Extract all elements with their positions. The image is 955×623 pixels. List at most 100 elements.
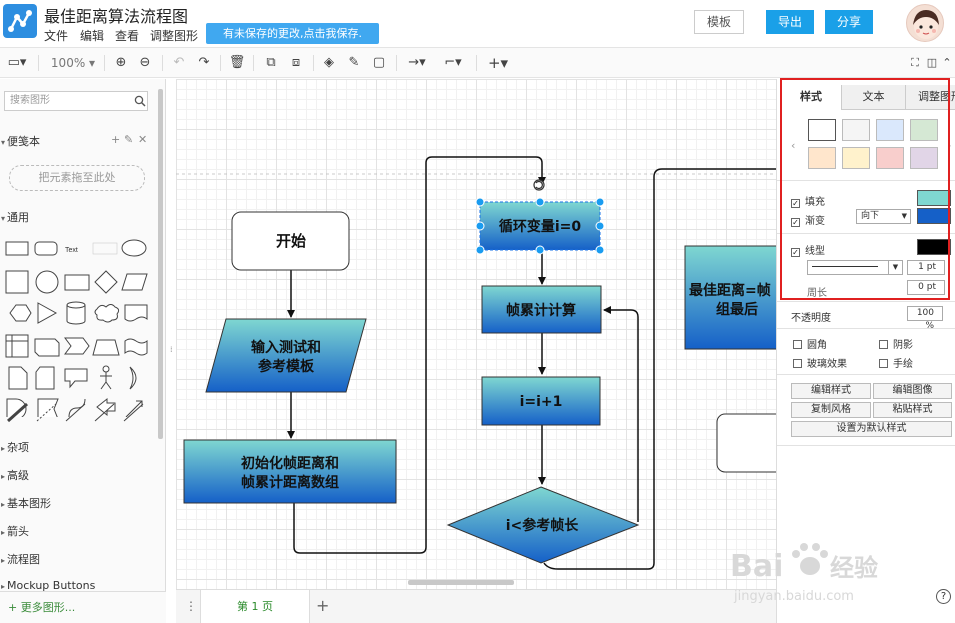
style-swatch-8[interactable] <box>910 147 938 169</box>
glass-checkbox[interactable] <box>793 359 802 368</box>
help-icon[interactable]: ? <box>936 589 951 604</box>
fill-row[interactable]: ✓填充 <box>791 193 825 208</box>
document-title[interactable]: 最佳距离算法流程图 <box>44 7 189 26</box>
add-icon[interactable]: + <box>111 133 121 146</box>
sketch-checkbox[interactable] <box>879 359 888 368</box>
gradient-checkbox[interactable]: ✓ <box>791 218 800 227</box>
redo-icon[interactable]: ↷ <box>198 55 210 70</box>
zoom-select[interactable]: 100% ▾ <box>50 56 96 70</box>
add-page-icon[interactable]: + <box>316 596 330 615</box>
waypoints-icon[interactable]: ⌐▾ <box>444 55 462 70</box>
opacity-input[interactable]: 100 % <box>907 306 943 331</box>
glass-option[interactable]: 玻璃效果 <box>793 355 847 370</box>
menu-file[interactable]: 文件 <box>44 29 69 43</box>
diagram-canvas[interactable]: 开始 输入测试和 参考模板 初始化帧距离和 帧累计距离数组 循环变量i=0 帧累… <box>176 79 776 589</box>
template-button[interactable]: 模板 <box>694 10 744 34</box>
sketch-option[interactable]: 手绘 <box>879 355 913 370</box>
zoom-in-icon[interactable]: ⊕ <box>115 55 127 70</box>
expand-icon: ▸ <box>1 528 6 537</box>
panel-toggle-icon[interactable]: ◫ <box>926 56 938 69</box>
swatch-prev-icon[interactable]: ‹ <box>791 139 796 152</box>
page-tab-bar: ⋮ 第 1 页 + <box>176 589 776 623</box>
page-menu-icon[interactable]: ⋮ <box>185 599 197 613</box>
line-width-input[interactable]: 1 pt <box>907 260 945 275</box>
style-swatch-6[interactable] <box>842 147 870 169</box>
tab-style[interactable]: 样式 <box>800 90 822 103</box>
fill-color-picker[interactable] <box>917 190 951 206</box>
line-shapes-row[interactable] <box>5 401 150 425</box>
shape-search-input[interactable]: 搜索图形 <box>4 91 148 111</box>
gradient-direction-select[interactable]: 向下 ▼ <box>856 209 911 224</box>
style-swatch-1[interactable] <box>808 119 836 141</box>
fill-checkbox[interactable]: ✓ <box>791 199 800 208</box>
zoom-out-icon[interactable]: ⊖ <box>139 55 151 70</box>
category-mockup-buttons[interactable]: ▸Mockup Buttons <box>0 579 160 592</box>
more-shapes-link[interactable]: + 更多图形... <box>8 601 76 614</box>
search-icon[interactable] <box>134 95 146 107</box>
fill-color-icon[interactable]: ◈ <box>324 55 334 70</box>
category-arrows[interactable]: ▸箭头 <box>0 523 160 539</box>
shadow-icon[interactable]: ▢ <box>372 55 386 70</box>
gradient-row[interactable]: ✓渐变 <box>791 212 825 227</box>
collapse-icon[interactable]: ⌃ <box>942 56 952 69</box>
init-node <box>183 439 397 504</box>
fullscreen-icon[interactable]: ⛶ <box>911 56 919 69</box>
tape-shape-icon <box>124 338 148 356</box>
scratchpad-header[interactable]: ▾便笺本 + ✎ ✕ <box>0 133 160 149</box>
category-flowchart[interactable]: ▸流程图 <box>0 551 160 567</box>
edit-style-button[interactable]: 编辑样式 <box>791 383 871 399</box>
line-color-icon[interactable]: ✎ <box>348 55 360 70</box>
perimeter-input[interactable]: 0 pt <box>907 280 945 295</box>
swatch-next-icon[interactable]: › <box>947 139 952 152</box>
app-logo-icon[interactable] <box>3 4 37 38</box>
page-layout-icon[interactable]: ▭▾ <box>7 55 27 70</box>
unsaved-changes-notice[interactable]: 有未保存的更改,点击我保存. <box>206 23 379 44</box>
share-button[interactable]: 分享 <box>825 10 873 34</box>
scratchpad-drop-zone[interactable]: 把元素拖至此处 <box>9 165 145 191</box>
avatar[interactable] <box>906 4 944 42</box>
tab-text[interactable]: 文本 <box>841 85 905 109</box>
style-swatch-4[interactable] <box>910 119 938 141</box>
left-panel-scrollbar[interactable] <box>158 89 163 439</box>
panel-resize-handle-icon[interactable]: ⁞ <box>170 345 173 354</box>
tab-arrange[interactable]: 调整图形 <box>905 85 955 109</box>
category-advanced[interactable]: ▸高级 <box>0 467 160 483</box>
copy-style-button[interactable]: 复制风格 <box>791 402 871 418</box>
general-header[interactable]: ▾通用 <box>0 209 160 225</box>
edit-icon[interactable]: ✎ <box>124 133 134 146</box>
rounded-option[interactable]: 圆角 <box>793 336 827 351</box>
style-swatch-5[interactable] <box>808 147 836 169</box>
category-basic[interactable]: ▸基本图形 <box>0 495 160 511</box>
undo-icon[interactable]: ↶ <box>173 55 185 70</box>
insert-icon[interactable]: +▾ <box>487 54 509 72</box>
export-button[interactable]: 导出 <box>766 10 814 34</box>
connection-style-icon[interactable]: →▾ <box>408 55 426 70</box>
set-default-style-button[interactable]: 设置为默认样式 <box>791 421 952 437</box>
menu-arrange[interactable]: 调整图形 <box>150 29 199 43</box>
page-tab-1[interactable]: 第 1 页 <box>200 590 310 623</box>
shadow-checkbox[interactable] <box>879 340 888 349</box>
edit-image-button[interactable]: 编辑图像 <box>873 383 952 399</box>
close-icon[interactable]: ✕ <box>138 133 148 146</box>
connector-init-to-loop <box>293 156 546 554</box>
line-pattern-select[interactable]: ▼ <box>807 260 903 275</box>
line-row[interactable]: ✓线型 <box>791 242 825 257</box>
to-front-icon[interactable]: ⧉ <box>266 55 276 70</box>
line-checkbox[interactable]: ✓ <box>791 248 800 257</box>
gradient-color-picker[interactable] <box>917 208 951 224</box>
delete-icon[interactable]: 🗑 <box>228 55 246 70</box>
category-misc[interactable]: ▸杂项 <box>0 439 160 455</box>
rounded-checkbox[interactable] <box>793 340 802 349</box>
line-color-picker[interactable] <box>917 239 951 255</box>
style-swatch-2[interactable] <box>842 119 870 141</box>
general-shapes-grid[interactable]: Text <box>5 237 150 417</box>
paste-style-button[interactable]: 粘贴样式 <box>873 402 952 418</box>
canvas-horizontal-scrollbar[interactable] <box>408 580 514 585</box>
to-back-icon[interactable]: ⧈ <box>291 55 301 70</box>
divider <box>777 233 955 234</box>
style-swatch-7[interactable] <box>876 147 904 169</box>
shadow-option[interactable]: 阴影 <box>879 336 913 351</box>
menu-view[interactable]: 查看 <box>115 29 140 43</box>
style-swatch-3[interactable] <box>876 119 904 141</box>
menu-edit[interactable]: 编辑 <box>80 29 105 43</box>
